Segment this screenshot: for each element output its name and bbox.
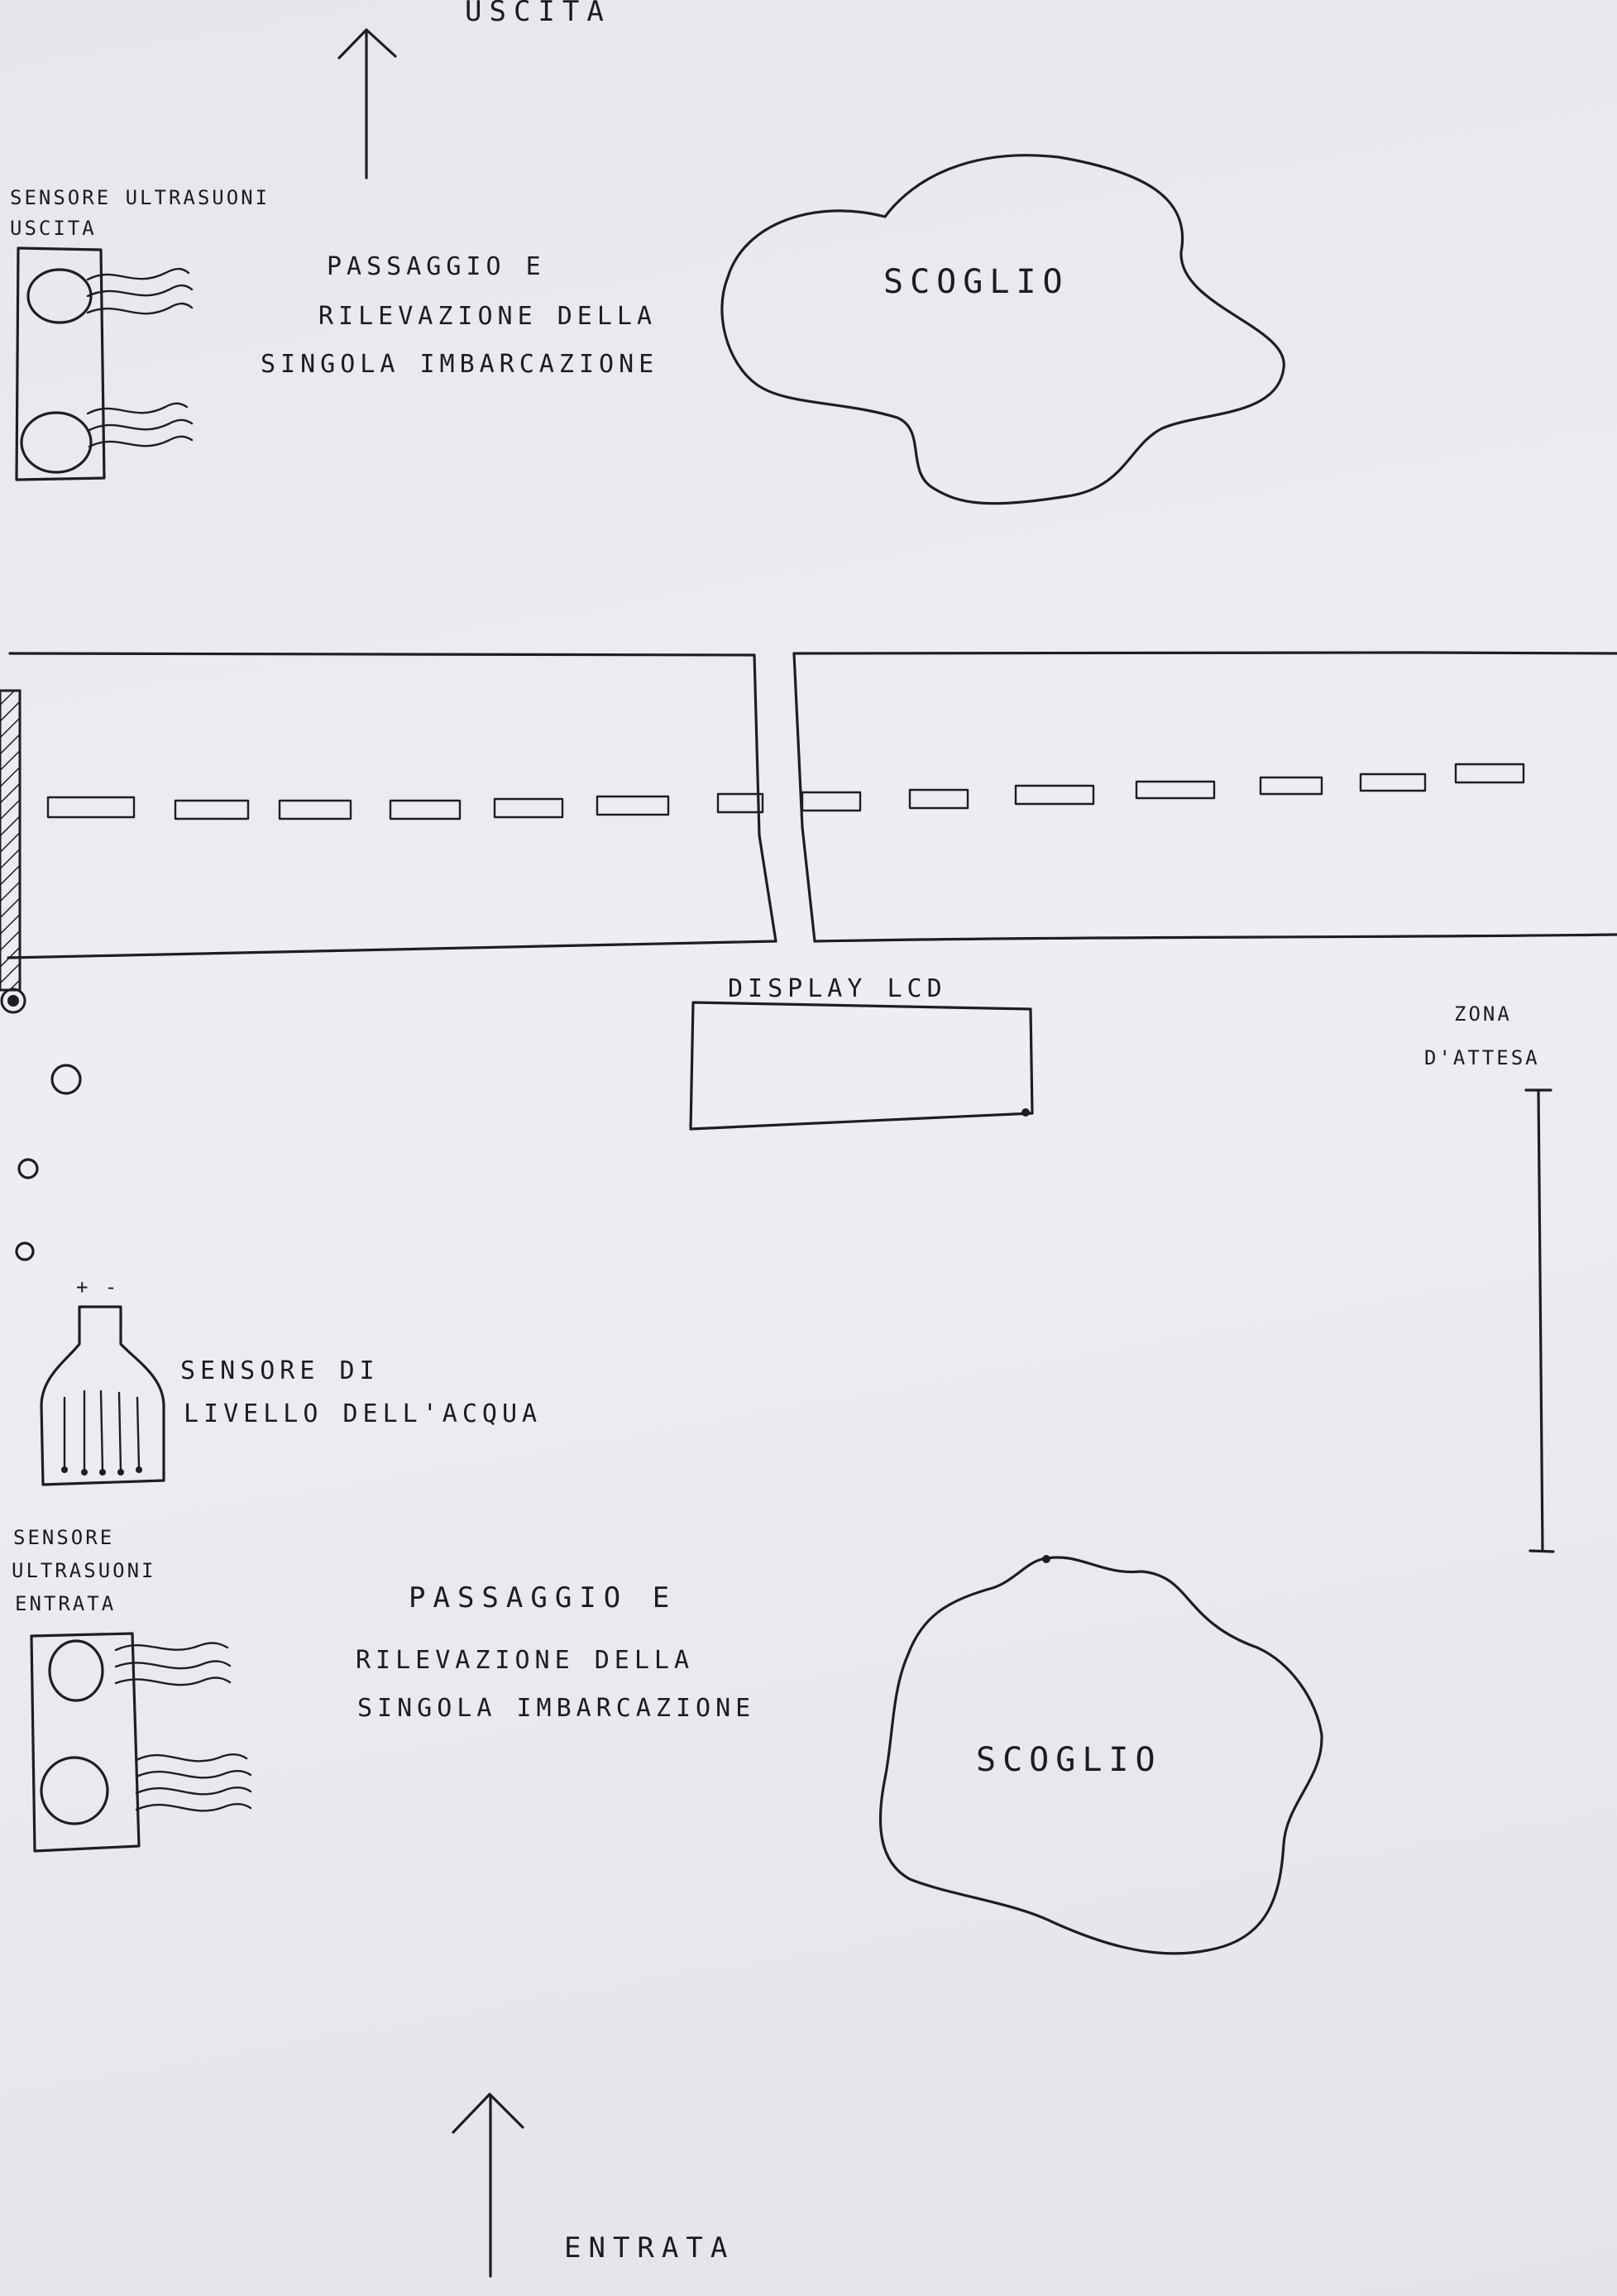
water-level-sensor-icon	[40, 1305, 165, 1486]
waiting-zone-label-line1: ZONA	[1454, 1002, 1512, 1026]
entry-passage-label-line3: SINGOLA IMBARCAZIONE	[357, 1694, 756, 1723]
lcd-display-label: DISPLAY LCD	[728, 974, 947, 1003]
entry-sensor-label-line2: ULTRASUONI	[12, 1559, 156, 1582]
rock-top-shape	[720, 154, 1285, 505]
exit-passage-label-line2: RILEVAZIONE DELLA	[318, 302, 658, 331]
exit-sensor-label-line1: SENSORE ULTRASUONI	[10, 186, 270, 209]
barrier-gate-icon	[0, 689, 26, 1014]
water-sensor-terminals-label: + -	[76, 1275, 120, 1299]
entry-ultrasonic-sensor-icon	[30, 1632, 252, 1853]
water-sensor-label-line1: SENSORE DI	[180, 1356, 380, 1385]
water-sensor-label-line2: LIVELLO DELL'ACQUA	[184, 1399, 543, 1428]
waiting-zone-label-line2: D'ATTESA	[1424, 1046, 1540, 1069]
entry-arrow	[452, 2093, 524, 2278]
waiting-zone-marker-icon	[1524, 1088, 1555, 1553]
exit-passage-label-line1: PASSAGGIO E	[327, 252, 546, 281]
lcd-display-icon	[689, 1001, 1034, 1131]
exit-label: USCITA	[465, 0, 611, 28]
entry-sensor-label-line1: SENSORE	[13, 1526, 115, 1549]
exit-sensor-label-line2: USCITA	[10, 217, 97, 240]
channel-center-dashes	[46, 763, 1525, 820]
exit-arrow	[337, 28, 397, 179]
rock-bottom-dot	[1042, 1555, 1050, 1563]
rock-top-label: SCOGLIO	[883, 263, 1069, 301]
entry-sensor-label-line3: ENTRATA	[15, 1592, 117, 1615]
entry-passage-label-line2: RILEVAZIONE DELLA	[356, 1646, 695, 1675]
entry-label: ENTRATA	[564, 2231, 735, 2265]
entry-passage-label-line1: PASSAGGIO E	[409, 1581, 677, 1614]
exit-ultrasonic-sensor-icon	[15, 246, 194, 481]
rock-bottom-label: SCOGLIO	[976, 1741, 1162, 1779]
channel	[7, 650, 1617, 959]
exit-passage-label-line3: SINGOLA IMBARCAZIONE	[261, 350, 659, 379]
indicator-lights-icon	[15, 1064, 82, 1261]
rock-bottom-shape	[878, 1556, 1323, 1955]
